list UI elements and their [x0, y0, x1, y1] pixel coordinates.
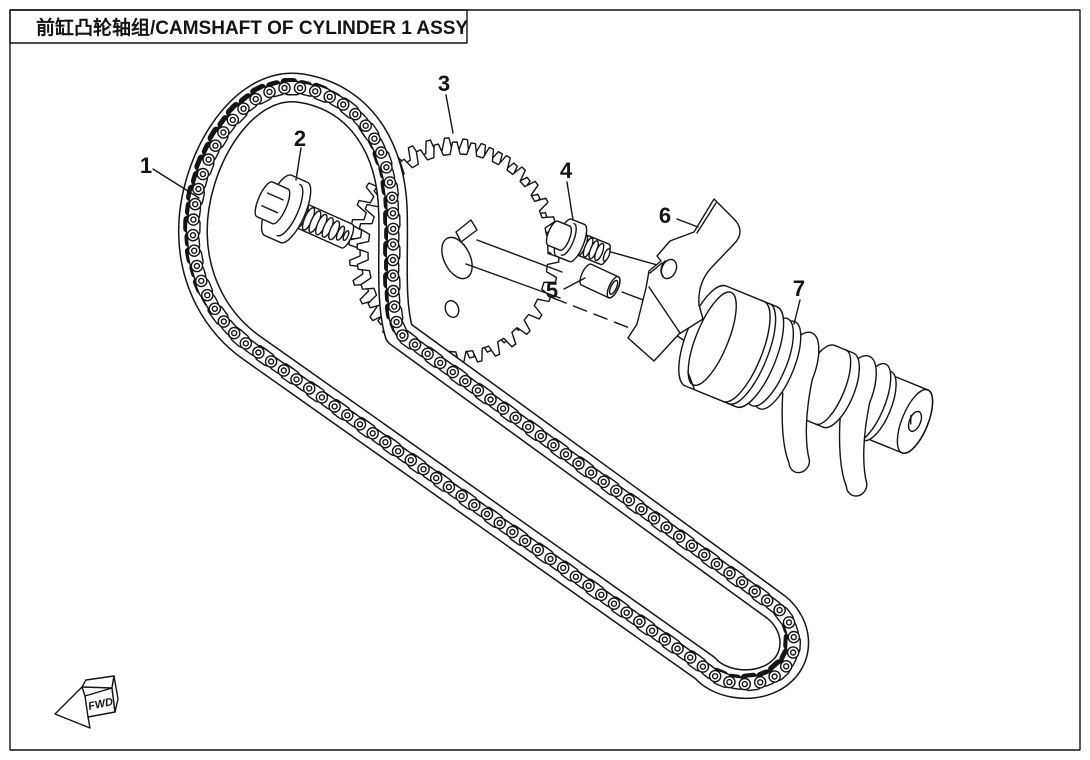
callout-6: 6	[659, 203, 671, 228]
signal-plate	[627, 198, 741, 362]
part-callouts: 1 2 3 4 5 6 7	[140, 71, 805, 325]
chain-rollers	[186, 81, 801, 691]
callout-1: 1	[140, 153, 152, 178]
cam-center-hole	[907, 410, 923, 433]
leader-line-4	[566, 181, 574, 221]
sprocket-pin-hole	[444, 300, 460, 318]
sprocket-keyway-tab	[455, 219, 478, 243]
timing-chain	[177, 72, 810, 700]
plate-hole	[660, 258, 678, 280]
leader-line-3	[445, 94, 454, 134]
plate-outline	[627, 198, 741, 362]
camshaft	[678, 284, 934, 497]
leader-line-2	[295, 147, 302, 181]
callout-7: 7	[793, 276, 805, 301]
center-axis-dashed	[552, 297, 651, 337]
callout-5: 5	[546, 278, 558, 303]
pin-bore	[608, 279, 619, 295]
sprocket-bolt	[545, 218, 611, 266]
chain-sprocket-bolt	[254, 174, 355, 249]
bolt4-head	[545, 220, 573, 251]
page-title: 前缸凸轮轴组/CAMSHAFT OF CYLINDER 1 ASSY	[36, 16, 468, 39]
page-frame	[9, 9, 1081, 751]
fwd-label: FWD	[87, 696, 114, 713]
leader-line-5	[563, 277, 586, 290]
bolt2-head	[254, 181, 291, 225]
title-box	[9, 9, 468, 44]
callout-2: 2	[294, 126, 306, 151]
leader-line-1	[152, 168, 200, 199]
leader-line-7	[793, 299, 801, 325]
sprocket-keyway-hole	[441, 236, 473, 280]
fwd-direction-marker: FWD	[54, 675, 119, 729]
leader-line-6	[676, 218, 699, 228]
callout-3: 3	[438, 71, 450, 96]
dowel-pin	[579, 263, 621, 299]
callout-4: 4	[560, 158, 573, 183]
